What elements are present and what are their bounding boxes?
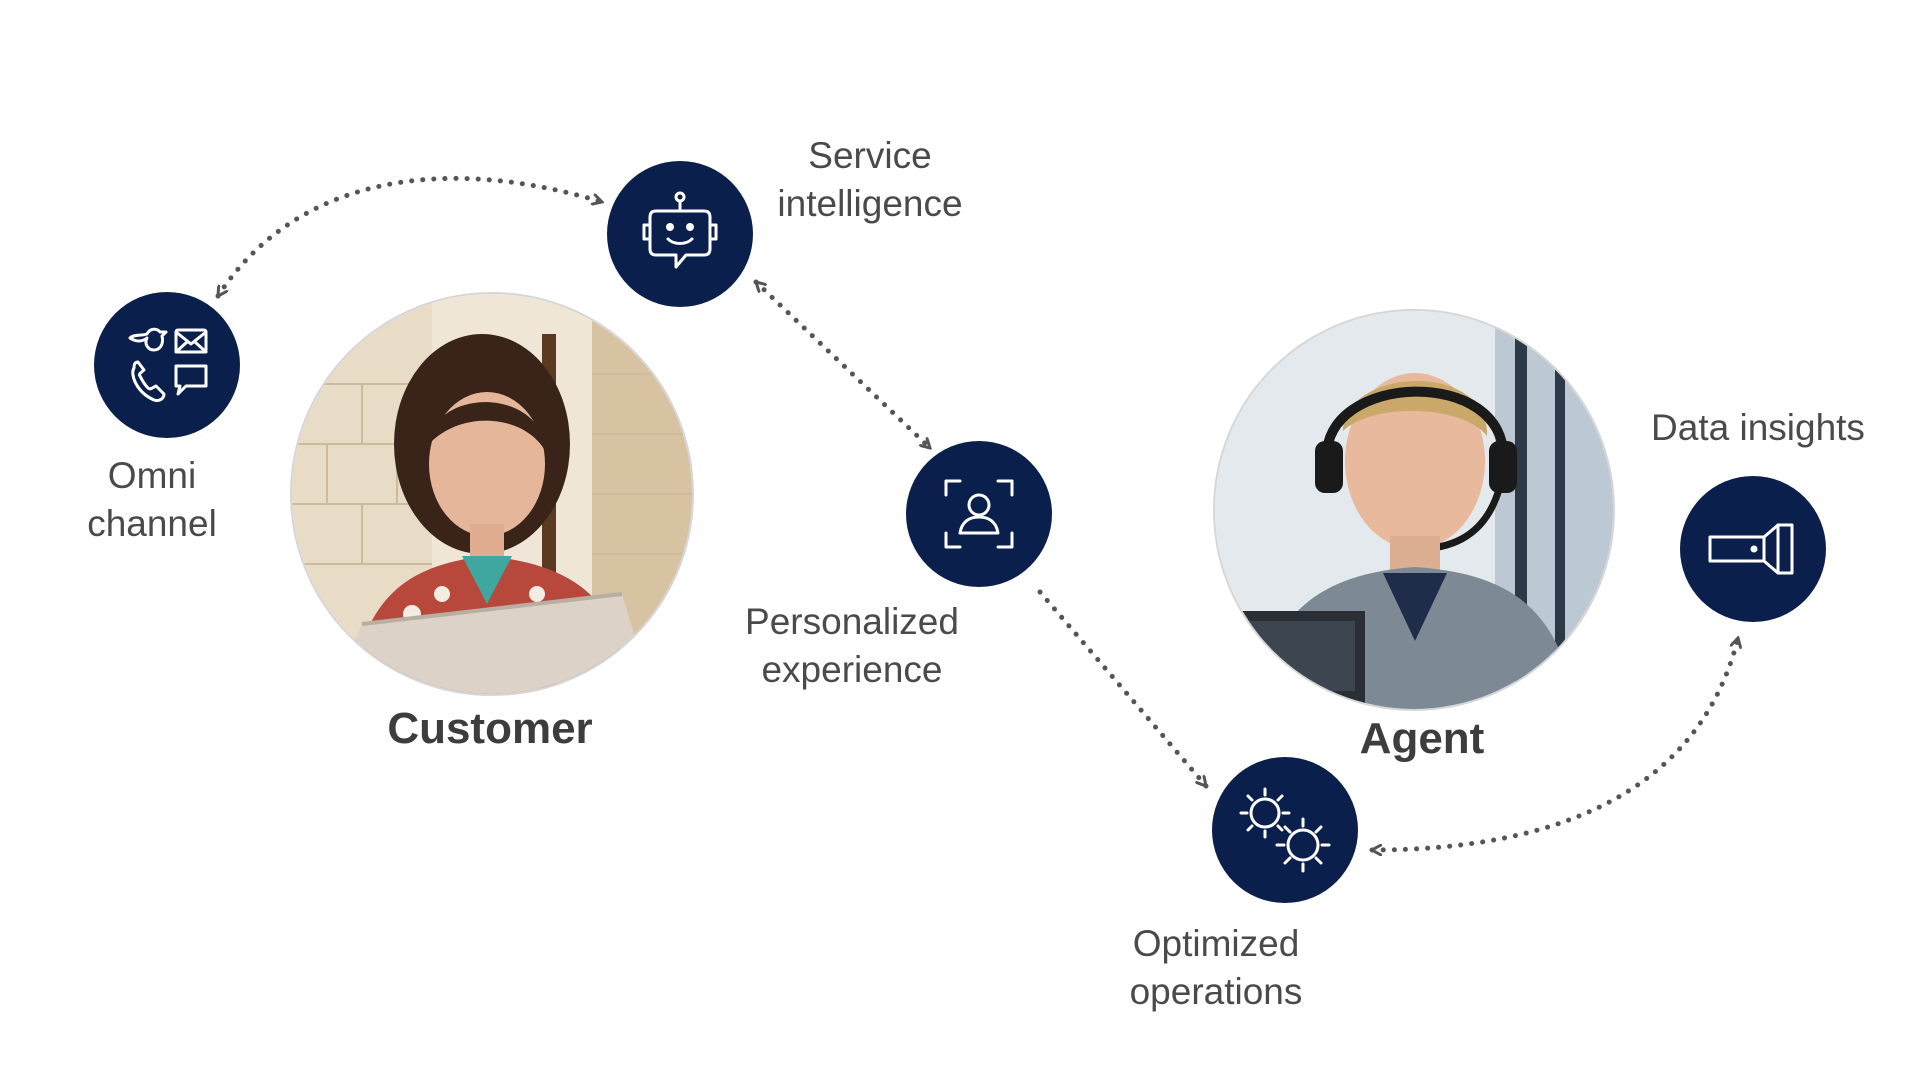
gears-icon (1239, 787, 1331, 873)
personalized-experience-label: Personalized experience (745, 601, 959, 690)
omni-channel-label: Omni channel (87, 455, 217, 544)
data-insights-node (1680, 476, 1826, 622)
service-intelligence-node (607, 161, 753, 307)
flashlight-icon (1708, 523, 1794, 575)
connector-optimized-data (1369, 638, 1738, 850)
connector-personalized-optimized (1037, 589, 1209, 789)
optimized-operations-label: Optimized operations (1129, 923, 1303, 1012)
customer-photo (290, 292, 694, 696)
optimized-operations-node (1212, 757, 1358, 903)
connector-service-personalized (753, 279, 933, 451)
omni-channel-node (94, 292, 240, 438)
personalized-experience-node (906, 441, 1052, 587)
agent-photo (1213, 309, 1615, 711)
user-focus-icon (944, 479, 1014, 549)
customer-label: Customer (387, 704, 593, 753)
chatbot-icon (642, 191, 718, 269)
agent-label: Agent (1359, 714, 1485, 763)
service-intelligence-label: Service intelligence (777, 135, 963, 224)
social-channels-icon (128, 327, 208, 402)
data-insights-label: Data insights (1651, 407, 1865, 448)
connector-omni-service (215, 175, 602, 296)
